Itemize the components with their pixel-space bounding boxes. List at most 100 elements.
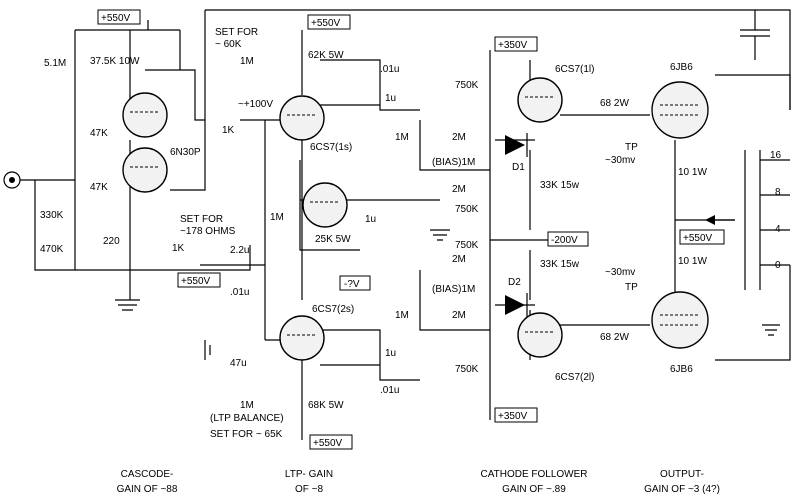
- ltp-tube-1: [279, 95, 325, 141]
- label-470k: 470K: [40, 244, 64, 255]
- section-caption-output: OUTPUT- GAIN OF ~3 (4?): [644, 469, 720, 495]
- supply-label-550-c: +550V: [683, 233, 713, 244]
- label-750k-3: 750K: [455, 240, 479, 251]
- tube-label-ltp-2: 6CS7(2s): [312, 304, 354, 315]
- supply-box-550-b: [307, 14, 351, 30]
- label-tp-top: TP: [625, 142, 638, 153]
- section-caption-ltp: LTP- GAIN OF ~8: [285, 469, 333, 495]
- tube-label-ltp-1: 6CS7(1s): [310, 142, 352, 153]
- label-2m-3: 2M: [452, 254, 466, 265]
- note-v100: ~+100V: [238, 99, 273, 110]
- supply-label-550-d: +550V: [181, 276, 211, 287]
- label-01u-top: .01u: [380, 64, 399, 75]
- note-set-178-1: SET FOR: [180, 214, 223, 225]
- wiring: [3, 9, 791, 440]
- label-47u: 47u: [230, 358, 247, 369]
- supply-label-550-a: +550V: [101, 13, 131, 24]
- supply-label-550-e: +550V: [313, 438, 343, 449]
- note-set-60k-2: ~ 60K: [215, 39, 242, 50]
- note-ltp-balance: (LTP BALANCE): [210, 413, 284, 424]
- section-output-line2: GAIN OF ~3 (4?): [644, 484, 720, 495]
- supply-box-350-b: [494, 407, 538, 423]
- label-68-2: 68 2W: [600, 332, 629, 343]
- label-1u-bot: 1u: [385, 348, 396, 359]
- section-ltp-line2: OF ~8: [295, 484, 324, 495]
- label-01u-bot: .01u: [380, 385, 399, 396]
- cascode-tube: [122, 92, 168, 193]
- section-cascode-line2: GAIN OF ~88: [117, 484, 178, 495]
- label-1u-top: 1u: [385, 93, 396, 104]
- label-1u-mid: 1u: [365, 214, 376, 225]
- label-2m-2: 2M: [452, 184, 466, 195]
- ltp-tube-2: [279, 315, 325, 361]
- label-2m-4: 2M: [452, 310, 466, 321]
- label-tap-16: 16: [770, 150, 782, 161]
- label-2u2: 2.2u: [230, 245, 249, 256]
- label-750k-2: 750K: [455, 204, 479, 215]
- tube-label-cascode: 6N30P: [170, 147, 201, 158]
- tube-label-cf-2: 6CS7(2l): [555, 372, 594, 383]
- cf-tube-2: [517, 312, 563, 358]
- supply-label-550-b: +550V: [311, 18, 341, 29]
- output-tube-2: [651, 291, 709, 349]
- label-1k-series: 1K: [222, 125, 235, 136]
- section-output-line1: OUTPUT-: [660, 469, 704, 480]
- label-tp-bot: TP: [625, 282, 638, 293]
- section-cascode-line1: CASCODE-: [121, 469, 174, 480]
- label-750k-4: 750K: [455, 364, 479, 375]
- note-set-65k: SET FOR ~ 65K: [210, 429, 283, 440]
- label-tap-0: 0: [775, 260, 781, 271]
- label-68k: 68K 5W: [308, 400, 344, 411]
- supply-label-neg200: -200V: [551, 235, 578, 246]
- label-10-2: 10 1W: [678, 256, 707, 267]
- tube-label-out-2: 6JB6: [670, 364, 693, 375]
- label-330k: 330K: [40, 210, 64, 221]
- label-bias-top: (BIAS)1M: [432, 157, 475, 168]
- section-ltp-line1: LTP- GAIN: [285, 469, 333, 480]
- label-mv-top: ~30mv: [605, 155, 635, 166]
- label-tap-8: 8: [775, 187, 781, 198]
- supply-box-550-c: [679, 229, 725, 245]
- label-62k: 62K 5W: [308, 50, 344, 61]
- label-2m-1: 2M: [452, 132, 466, 143]
- label-5m1: 5.1M: [44, 58, 66, 69]
- section-caption-cascode: CASCODE- GAIN OF ~88: [117, 469, 178, 495]
- label-1k-pot: 1K: [172, 243, 185, 254]
- supply-box-neg200: [547, 231, 589, 247]
- tube-label-out-1: 6JB6: [670, 62, 693, 73]
- label-1m-bias-top: 1M: [395, 132, 409, 143]
- supply-label-neg-q: -?V: [344, 279, 360, 290]
- tube-label-cf-1: 6CS7(1l): [555, 64, 594, 75]
- label-68-1: 68 2W: [600, 98, 629, 109]
- supply-box-550-e: [309, 434, 353, 450]
- cf-tube-1: [517, 77, 563, 123]
- label-1m-pot-top: 1M: [240, 56, 254, 67]
- section-cf-line1: CATHODE FOLLOWER: [480, 469, 587, 480]
- section-caption-cathode-follower: CATHODE FOLLOWER GAIN OF ~.89: [480, 469, 587, 495]
- regulator-tube: [302, 182, 348, 228]
- output-tube-1: [651, 81, 709, 139]
- supply-box-550-a: [97, 9, 141, 25]
- supply-label-350-b: +350V: [498, 411, 528, 422]
- label-750k-1: 750K: [455, 80, 479, 91]
- supply-box-neg-q: [339, 275, 371, 291]
- label-01u-left: .01u: [230, 287, 249, 298]
- label-33k-2: 33K 15w: [540, 259, 580, 270]
- label-d1: D1: [512, 162, 525, 173]
- label-bias-bot: (BIAS)1M: [432, 284, 475, 295]
- label-25k: 25K 5W: [315, 234, 351, 245]
- label-33k-1: 33K 15w: [540, 180, 580, 191]
- label-1m-pot-bot: 1M: [240, 400, 254, 411]
- note-set-178-2: ~178 OHMS: [180, 226, 236, 237]
- label-10-1: 10 1W: [678, 167, 707, 178]
- label-47k-b: 47K: [90, 182, 108, 193]
- supply-box-550-d: [177, 272, 221, 288]
- label-1m-bias-bot: 1M: [395, 310, 409, 321]
- note-set-60k-1: SET FOR: [215, 27, 258, 38]
- label-mv-bot: ~30mv: [605, 267, 635, 278]
- label-1m-mid: 1M: [270, 212, 284, 223]
- label-tap-4: 4: [775, 224, 781, 235]
- label-47k-a: 47K: [90, 128, 108, 139]
- supply-label-350-a: +350V: [498, 40, 528, 51]
